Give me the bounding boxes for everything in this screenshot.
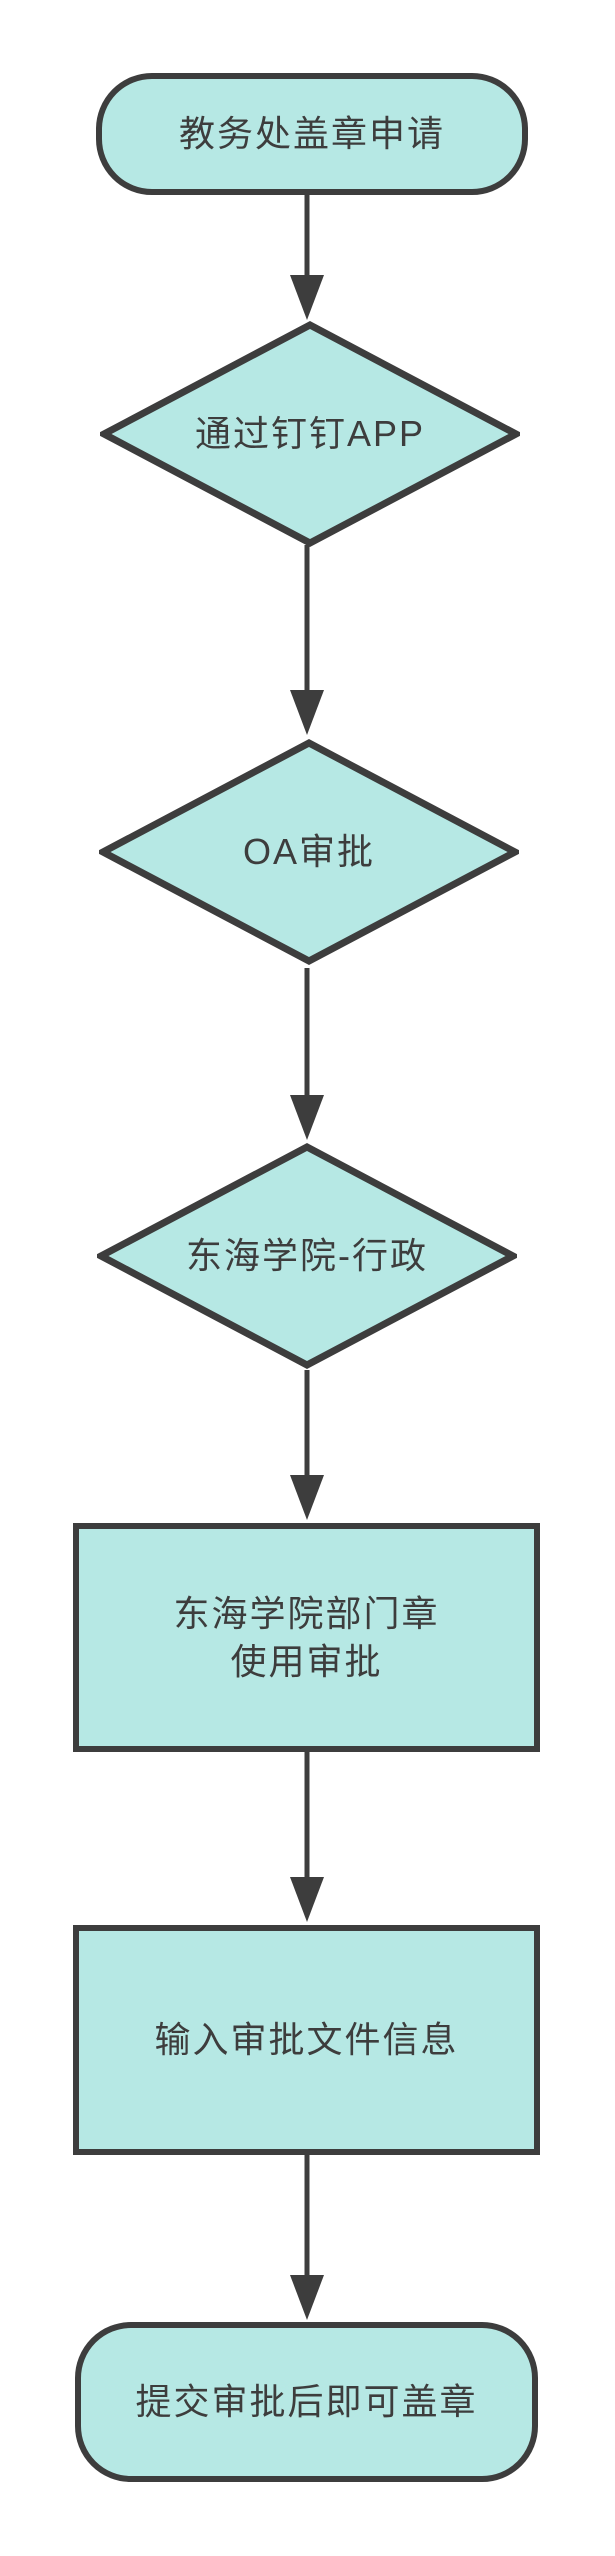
arrow-admin-to-deptseal: [290, 1370, 324, 1520]
arrow-deptseal-to-input: [290, 1752, 324, 1922]
node-via-dingtalk-app-label: 通过钉钉APP: [194, 413, 426, 455]
node-oa-approval: OA审批: [99, 739, 519, 965]
arrow-input-to-end: [290, 2155, 324, 2320]
node-dept-seal-use-approval: 东海学院部门章 使用审批: [73, 1523, 540, 1752]
diamond-shape: [97, 1143, 517, 1369]
node-donghai-college-admin: 东海学院-行政: [97, 1143, 517, 1369]
arrow-oa-to-admin: [290, 968, 324, 1140]
arrow-start-to-dingtalk: [290, 195, 324, 320]
arrow-dingtalk-to-oa: [290, 545, 324, 735]
node-start: 教务处盖章申请: [96, 73, 528, 195]
node-donghai-college-admin-label: 东海学院-行政: [186, 1235, 428, 1277]
node-oa-approval-label: OA审批: [242, 831, 375, 873]
diamond-shape: [99, 739, 519, 965]
node-dept-seal-use-approval-label: 东海学院部门章 使用审批: [173, 1592, 440, 1682]
node-input-approval-doc-info-label: 输入审批文件信息: [154, 2019, 459, 2061]
node-end: 提交审批后即可盖章: [75, 2322, 538, 2482]
diamond-shape: [100, 321, 520, 547]
node-end-label: 提交审批后即可盖章: [135, 2381, 478, 2423]
node-input-approval-doc-info: 输入审批文件信息: [73, 1925, 540, 2155]
node-via-dingtalk-app: 通过钉钉APP: [100, 321, 520, 547]
node-start-label: 教务处盖章申请: [178, 113, 445, 155]
